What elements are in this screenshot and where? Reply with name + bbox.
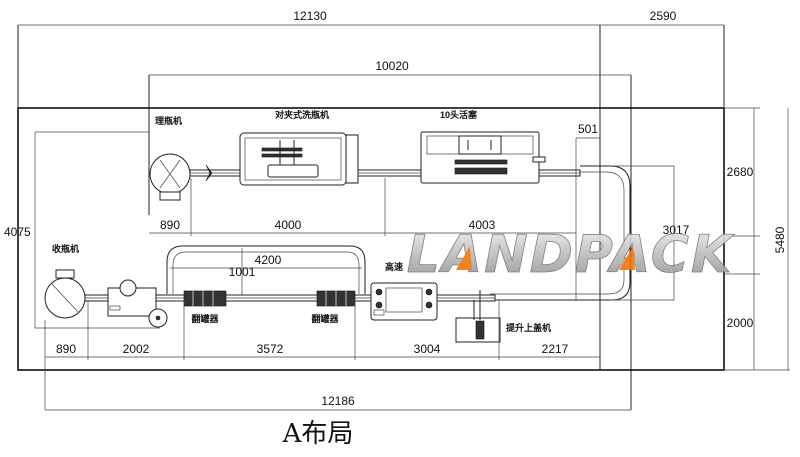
dim-label-right-extension: 2590 [650,9,677,23]
dim-left-height: 4075 [4,131,160,329]
label-can-turner-1: 翻罐器 [191,313,219,324]
dim-label-lower-4: 2217 [542,342,569,356]
transfer-loop [490,165,631,301]
dim-label-total-height: 5480 [773,226,787,253]
dim-upper-line: 10020 [148,59,632,410]
logo-text: LANDPACK [407,225,735,285]
can-turner-2: 翻罐器 [311,290,356,324]
label-bottle-collector: 收瓶机 [52,243,79,254]
logo-accent-2 [619,246,635,270]
label-high-speed-capper: 高速 [385,261,403,272]
dim-label-lower-0: 890 [56,342,76,356]
logo-accent-1 [456,246,472,270]
room-outline [17,107,725,371]
dim-loop-height: 3017 [610,165,690,301]
can-turner-1: 翻罐器 [183,290,227,324]
high-speed-capper: 高速 [370,261,438,321]
label-bottle-unscrambler: 理瓶机 [155,115,182,126]
dim-label-loop-height: 3017 [663,223,690,237]
dim-label-gap-501: 501 [578,122,598,136]
cap-elevator: 提升上盖机 [455,290,551,343]
piston-filler: 10头活塞 [420,109,546,184]
dim-label-right-upper: 2680 [727,165,754,179]
dim-label-return-height: 1001 [229,265,256,279]
label-bottle-washer: 对夹式洗瓶机 [275,109,329,120]
dim-overall-top: 12130 [17,9,600,108]
dim-label-overall-top: 12130 [293,9,327,23]
labeler-station [107,279,168,328]
dim-label-upper-1: 4000 [275,218,302,232]
dim-label-left-height: 4075 [4,225,31,239]
dim-label-upper-0: 890 [160,218,180,232]
dim-gap-501: 501 [575,122,600,300]
label-can-turner-2: 翻罐器 [311,313,339,324]
dim-overall-bottom: 12186 [45,394,631,411]
dim-label-overall-bottom: 12186 [321,394,355,408]
return-conveyor [166,245,366,294]
dim-upper-segments: 890 4000 4003 [149,178,576,236]
label-piston-filler: 10头活塞 [440,109,478,120]
dim-label-upper-line: 10020 [375,59,409,73]
dim-label-lower-3: 3004 [414,342,441,356]
bottle-collector: 收瓶机 [44,243,86,319]
dim-return-conveyor: 4200 1001 [170,248,362,295]
dim-right-extension: 2590 [599,9,725,370]
dim-right-heights: 2680 2000 5480 [724,108,789,370]
dim-label-return-length: 4200 [255,253,282,267]
dim-label-lower-1: 2002 [123,342,150,356]
dim-label-lower-2: 3572 [257,342,284,356]
dim-label-right-lower: 2000 [727,316,754,330]
dim-lower-segments: 890 2002 3572 3004 2217 [44,300,600,410]
landpack-logo: LANDPACK [406,225,735,286]
bottle-washer: 对夹式洗瓶机 [239,109,359,186]
label-cap-elevator: 提升上盖机 [506,322,551,333]
bottle-unscrambler: 理瓶机 [149,115,191,201]
drawing-title: A布局 [282,419,354,449]
dim-label-upper-2: 4003 [469,218,496,232]
